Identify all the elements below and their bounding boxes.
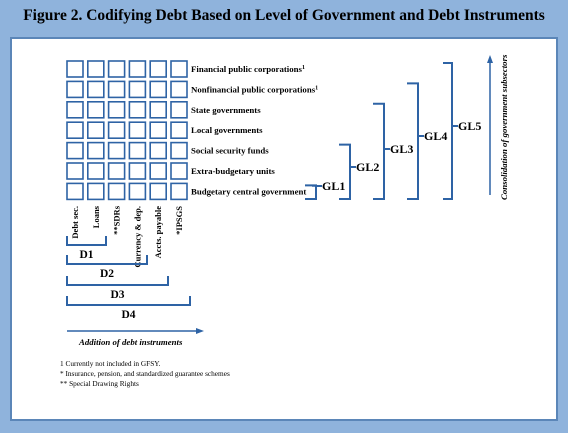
grid-cell: [87, 162, 105, 180]
consolidation-arrowhead: [487, 55, 493, 63]
grid-cell: [107, 101, 126, 119]
grid-cell: [170, 141, 188, 160]
grid-cell: [66, 182, 84, 201]
grid-cell: [87, 121, 105, 139]
footnote-3: ** Special Drawing Rights: [60, 379, 139, 388]
grid-cell: [128, 101, 147, 119]
grid-cell: [128, 121, 147, 139]
footnote-2: * Insurance, pension, and standardized g…: [60, 369, 230, 378]
grid-cell: [107, 141, 126, 160]
grid-cell: [107, 182, 126, 201]
d-label: D2: [100, 268, 114, 280]
grid-cell: [66, 80, 84, 99]
grid-cell: [170, 182, 188, 201]
grid-cell: [87, 80, 105, 99]
addition-arrowhead: [196, 328, 204, 334]
row-label: Local governments: [191, 125, 263, 135]
grid-cell: [128, 182, 147, 201]
grid-cell: [128, 60, 147, 78]
grid-cell: [149, 141, 167, 160]
row-label: Financial public corporations1: [191, 64, 305, 74]
grid-cell: [107, 121, 126, 139]
column-label: Debt sec.: [70, 206, 80, 239]
gl-label: GL5: [458, 119, 481, 133]
grid-cell: [149, 60, 167, 78]
grid-cell: [87, 101, 105, 119]
gl-label: GL2: [356, 160, 379, 174]
grid-cell: [107, 80, 126, 99]
column-label: *IPSGS: [174, 206, 184, 235]
grid-cell: [87, 141, 105, 160]
grid-cell: [170, 162, 188, 180]
instrument-grid: [66, 60, 188, 201]
grid-cell: [170, 101, 188, 119]
d-label: D4: [121, 309, 135, 321]
column-label: Accts. payable: [153, 206, 163, 259]
horizontal-axis-label: Addition of debt instruments: [78, 337, 183, 347]
grid-cell: [66, 60, 84, 78]
column-label: Currency & dep.: [132, 206, 142, 267]
grid-cell: [87, 60, 105, 78]
grid-cell: [170, 80, 188, 99]
gl-bracket: [443, 62, 453, 200]
gl-bracket: [305, 184, 317, 200]
grid-cell: [149, 121, 167, 139]
row-label: Nonfinancial public corporations1: [191, 84, 318, 94]
d-bracket: [66, 255, 148, 265]
row-labels: Financial public corporations1Nonfinanci…: [191, 64, 318, 196]
row-label: Social security funds: [191, 146, 269, 156]
grid-cell: [66, 101, 84, 119]
grid-cell: [66, 162, 84, 180]
grid-cell: [149, 182, 167, 201]
d-bracket: [66, 236, 107, 246]
grid-cell: [170, 121, 188, 139]
figure-title: Figure 2. Codifying Debt Based on Level …: [23, 7, 545, 24]
d-label: D1: [79, 249, 93, 261]
grid-cell: [107, 60, 126, 78]
grid-cell: [149, 80, 167, 99]
gl-label: GL1: [322, 179, 345, 193]
grid-cell: [128, 162, 147, 180]
gl-bracket: [339, 143, 351, 200]
gl-label: GL4: [424, 129, 447, 143]
gl-label: GL3: [390, 142, 413, 156]
grid-cell: [128, 141, 147, 160]
row-label: Budgetary central government: [191, 186, 306, 196]
grid-cell: [107, 162, 126, 180]
government-level-brackets: GL1 GL2 GL3 GL4 GL5: [305, 62, 481, 200]
grid-cell: [66, 141, 84, 160]
grid-cell: [149, 101, 167, 119]
grid-cell: [149, 162, 167, 180]
figure-panel: [10, 37, 558, 421]
gl-bracket: [373, 102, 385, 200]
grid-cell: [87, 182, 105, 201]
row-label: State governments: [191, 105, 261, 115]
d-label: D3: [110, 289, 124, 301]
row-label: Extra-budgetary units: [191, 166, 275, 176]
gl-bracket: [407, 82, 419, 200]
column-label: Loans: [91, 205, 101, 228]
grid-cell: [170, 60, 188, 78]
grid-cell: [128, 80, 147, 99]
vertical-axis-label: Consolidation of government subsectors: [499, 54, 509, 200]
grid-cell: [66, 121, 84, 139]
d-bracket: [66, 296, 191, 306]
column-label: **SDRs: [112, 205, 122, 235]
d-bracket: [66, 276, 169, 286]
footnote-1: 1 Currently not included in GFSY.: [60, 359, 161, 368]
column-labels: Debt sec. Loans **SDRs Currency & dep. Accts…: [70, 205, 184, 267]
